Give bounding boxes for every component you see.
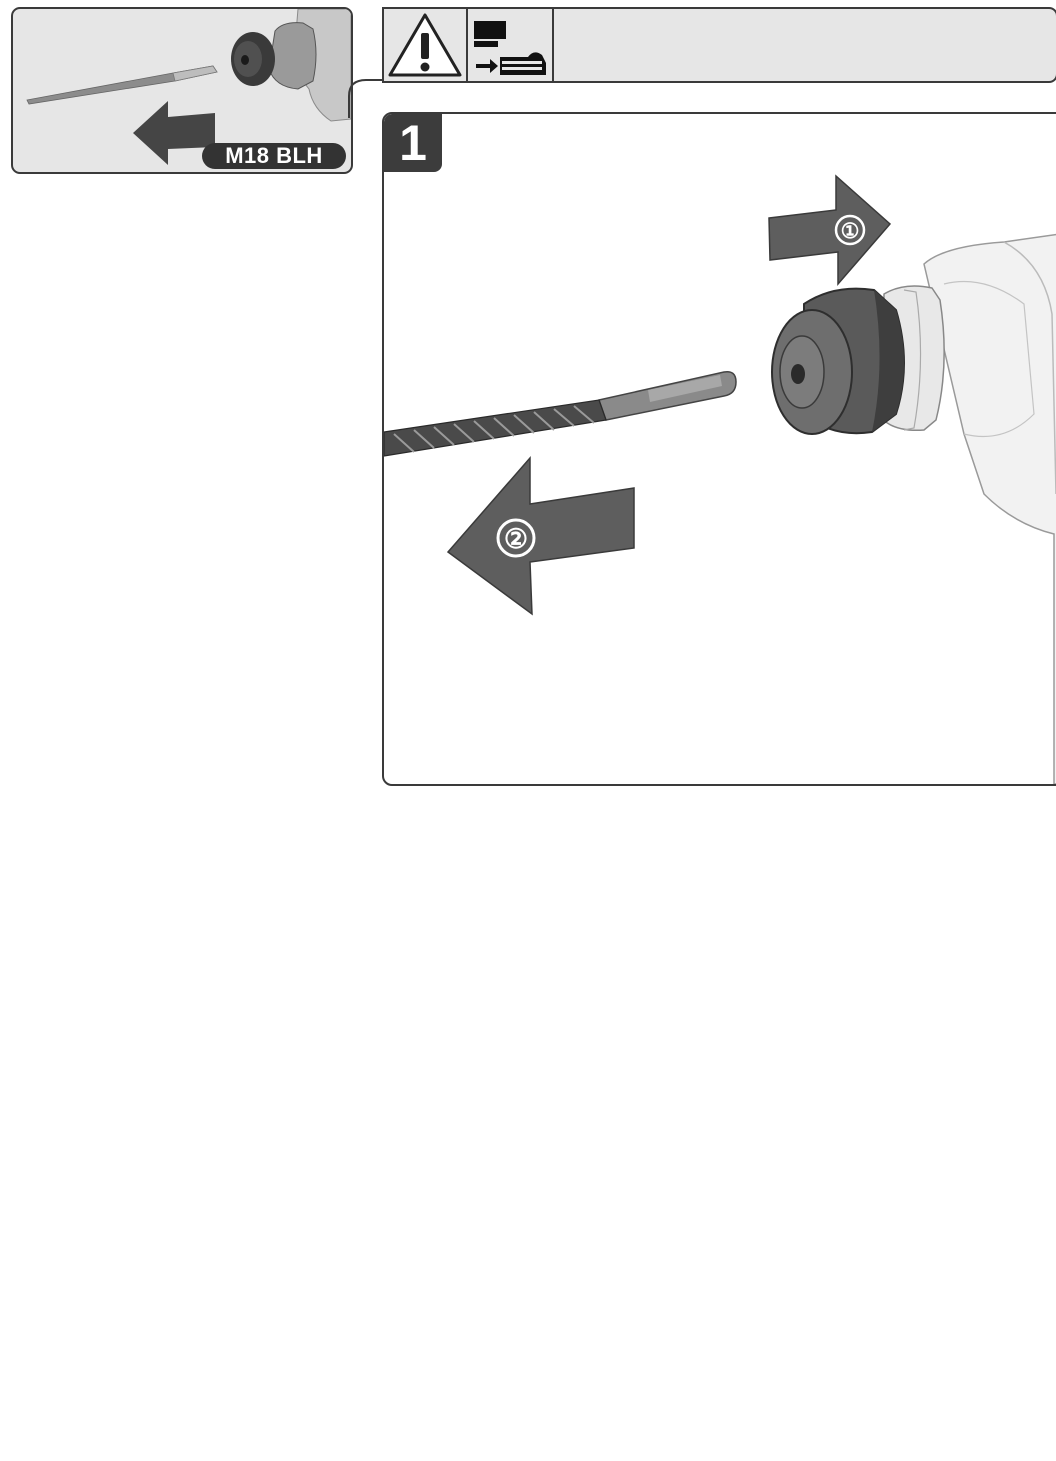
callout-2-label: ② [504, 524, 528, 554]
thumbnail-panel: M18 BLH [11, 7, 353, 174]
model-label: M18 BLH [202, 143, 346, 169]
step-number: 1 [384, 114, 442, 172]
warning-triangle-icon [384, 9, 466, 81]
callout-1-label: ① [841, 220, 860, 243]
warning-cell [384, 9, 468, 81]
arrow-2-icon [448, 458, 634, 614]
remove-battery-icon [468, 9, 552, 81]
panel-connector [348, 78, 384, 118]
step-panel: ① ② 1 [382, 112, 1056, 786]
arrow-1-icon [769, 176, 890, 284]
battery-cell [468, 9, 554, 81]
header-bar [382, 7, 1056, 83]
step-illustration: ① ② [384, 114, 1056, 784]
